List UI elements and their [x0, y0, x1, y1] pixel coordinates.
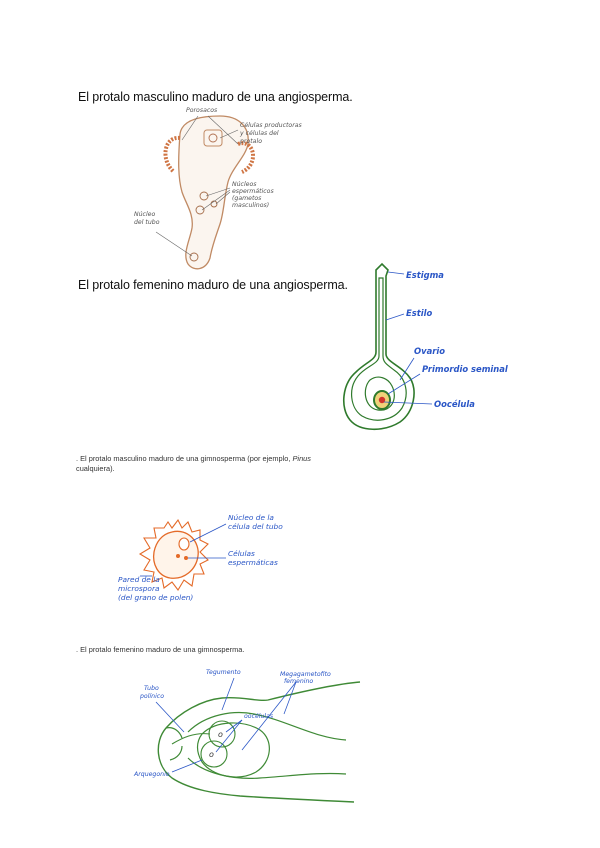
svg-text:o: o — [209, 750, 214, 759]
label-porosacos: Porosacos — [186, 107, 218, 114]
female-angiosperm-figure: Estigma Estilo Ovario Primordio seminal … — [340, 262, 540, 440]
svg-text:espermáticas: espermáticas — [228, 558, 278, 567]
label-estigma: Estigma — [406, 270, 444, 280]
label-arquegonio: Arquegonio — [133, 771, 170, 778]
svg-text:femenino: femenino — [284, 678, 313, 685]
svg-text:o: o — [218, 730, 223, 739]
label-ovario: Ovario — [414, 346, 445, 356]
female-gymnosperm-figure: o o Tegumento Megagametofito femenino Tu… — [110, 662, 380, 814]
svg-text:microspora: microspora — [118, 584, 160, 593]
label-primordio-seminal: Primordio seminal — [422, 364, 508, 374]
svg-text:(del grano de polen): (del grano de polen) — [118, 593, 193, 602]
label-tegumento: Tegumento — [206, 668, 241, 676]
svg-text:(gametos: (gametos — [232, 194, 262, 202]
label-nucleo-celula-tubo: Núcleo de la — [228, 513, 274, 522]
label-celulas-productoras: Células productoras — [240, 121, 303, 129]
svg-text:protalo: protalo — [239, 137, 262, 145]
heading-male-gymnosperm: . El protalo masculino maduro de una gim… — [76, 454, 406, 474]
heading-female-gymnosperm: . El protalo femenino maduro de una gimn… — [76, 645, 244, 655]
svg-text:del tubo: del tubo — [134, 218, 160, 226]
male-angiosperm-figure: Porosacos Células productoras y células … — [120, 100, 320, 278]
svg-text:y células del: y células del — [239, 129, 279, 137]
label-nucleos-espermaticos: Núcleos — [232, 180, 257, 188]
svg-text:célula del tubo: célula del tubo — [228, 522, 283, 531]
svg-text:espermáticos: espermáticos — [232, 187, 274, 195]
male-gymnosperm-figure: Núcleo de la célula del tubo Células esp… — [112, 498, 322, 610]
label-tubo-polinico: Tubo — [144, 685, 159, 692]
label-oocelula: Oocélula — [434, 399, 475, 409]
svg-text:masculinos): masculinos) — [232, 202, 269, 209]
svg-text:polínico: polínico — [139, 692, 164, 700]
label-estilo: Estilo — [406, 308, 432, 318]
label-nucleo-tubo: Núcleo — [134, 210, 155, 218]
label-oocelulas: oocélulas — [244, 712, 274, 720]
label-celulas-espermaticas: Células — [228, 549, 255, 558]
heading-female-angiosperm: El protalo femenino maduro de una angios… — [78, 278, 348, 292]
label-pared-microspora: Pared de la — [118, 575, 160, 584]
label-megagametofito: Megagametofito — [280, 670, 331, 678]
